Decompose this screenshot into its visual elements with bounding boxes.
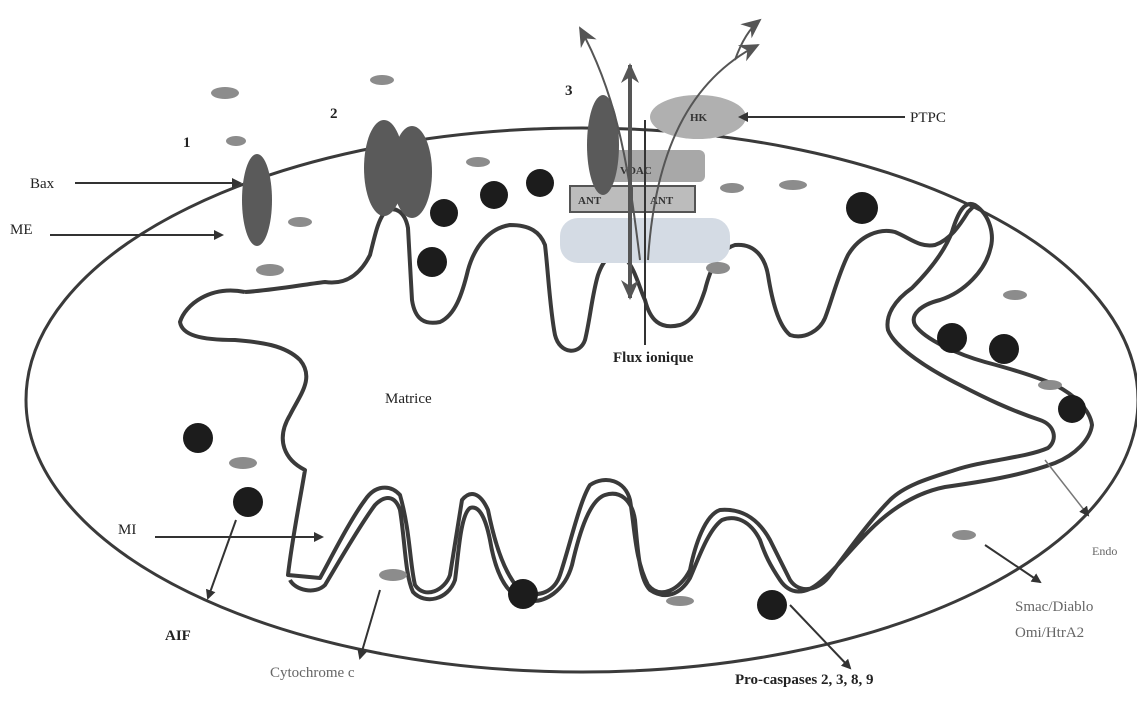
dark-particle <box>937 323 967 353</box>
smac-label: Smac/Diablo <box>1015 599 1093 615</box>
grey-particle <box>952 530 976 540</box>
dark-particle <box>508 579 538 609</box>
dark-particle <box>846 192 878 224</box>
dark-particle <box>526 169 554 197</box>
bax-label: Bax <box>30 176 55 192</box>
procaspases-label: Pro-caspases 2, 3, 8, 9 <box>735 672 873 688</box>
endo-label: Endo <box>1092 544 1117 558</box>
me-label: ME <box>10 222 33 238</box>
grey-particle <box>666 596 694 606</box>
dark-particle <box>430 199 458 227</box>
omi-label: Omi/HtrA2 <box>1015 625 1084 641</box>
grey-particle <box>226 136 246 146</box>
bax-protein <box>242 154 272 246</box>
grey-particle <box>706 262 730 274</box>
flux-label: Flux ionique <box>613 350 694 366</box>
dark-particle <box>480 181 508 209</box>
step-3-label: 3 <box>565 83 573 99</box>
grey-particle <box>779 180 807 190</box>
grey-particle <box>379 569 407 581</box>
hk-label: HK <box>690 112 708 124</box>
ant-left-label: ANT <box>578 195 602 207</box>
ptpc-label: PTPC <box>910 110 946 126</box>
cytochrome-label: Cytochrome c <box>270 665 355 681</box>
grey-particle <box>1003 290 1027 300</box>
grey-particle <box>720 183 744 193</box>
vdac-label: VDAC <box>620 165 652 177</box>
grey-particle <box>1038 380 1062 390</box>
grey-particle <box>288 217 312 227</box>
bax-oligomer-right <box>392 126 432 218</box>
dark-particle <box>989 334 1019 364</box>
grey-particle <box>466 157 490 167</box>
grey-particle <box>211 87 239 99</box>
escape-arrow-far-right <box>735 20 760 60</box>
grey-particle <box>370 75 394 85</box>
step-2-label: 2 <box>330 106 338 122</box>
dark-particle <box>233 487 263 517</box>
mi-label: MI <box>118 522 136 538</box>
dark-particle <box>183 423 213 453</box>
aif-label: AIF <box>165 628 191 644</box>
dark-particle <box>1058 395 1086 423</box>
grey-particle <box>256 264 284 276</box>
matrice-label: Matrice <box>385 391 432 407</box>
dark-particle <box>757 590 787 620</box>
grey-particle <box>229 457 257 469</box>
dark-particle <box>417 247 447 277</box>
step-1-label: 1 <box>183 135 191 151</box>
